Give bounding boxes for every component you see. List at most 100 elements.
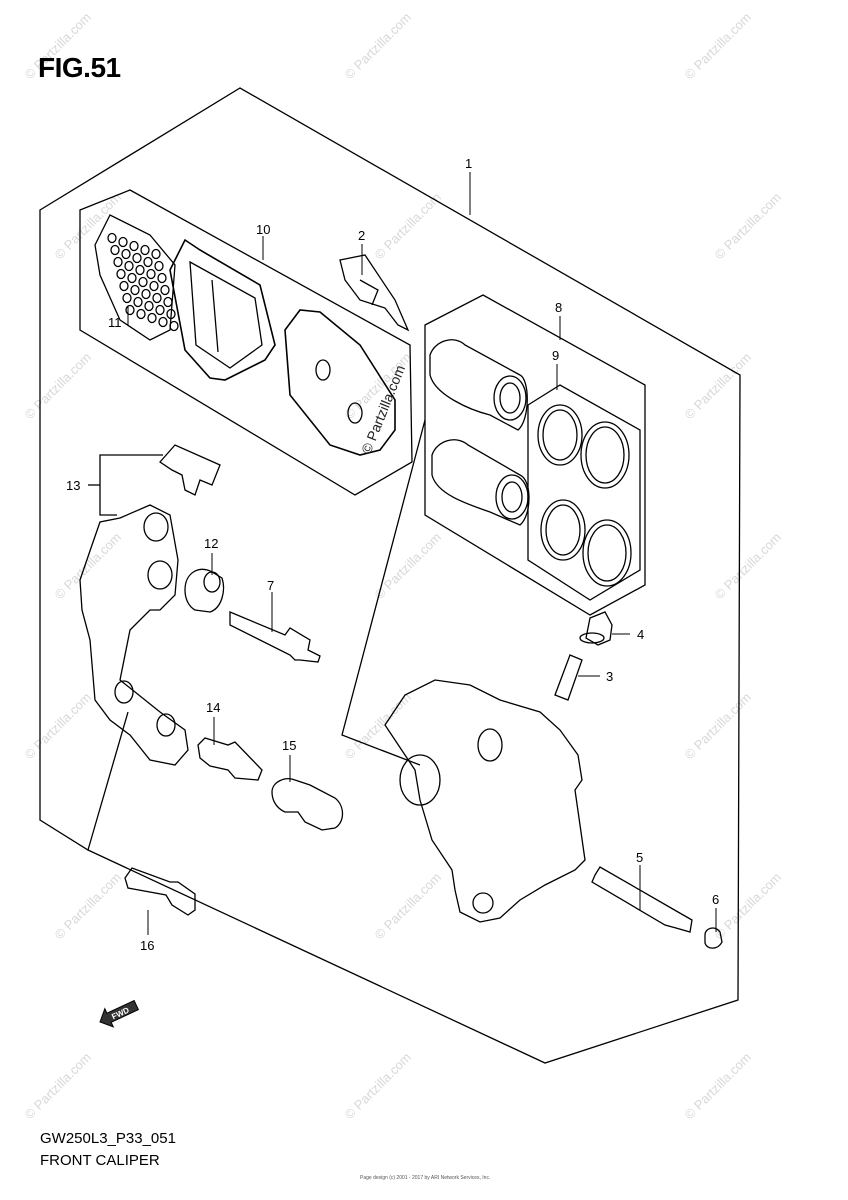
callout-8: 8 — [555, 300, 562, 315]
shim-hole — [155, 304, 165, 316]
watermark-text: © Partzilla.com — [22, 1050, 95, 1123]
callout-11: 11 — [108, 315, 122, 330]
watermark-text: © Partzilla.com — [372, 870, 445, 943]
callout-1: 1 — [465, 156, 472, 171]
callout-16: 16 — [140, 938, 154, 953]
watermark-layer: © Partzilla.com © Partzilla.com © Partzill… — [22, 10, 785, 1123]
shim-hole — [144, 300, 154, 312]
shim-hole — [132, 252, 142, 264]
figure-caption: FRONT CALIPER — [40, 1152, 160, 1169]
pin-boot — [271, 778, 344, 831]
fwd-label: FWD — [110, 1006, 131, 1022]
callout-4: 4 — [637, 627, 644, 642]
watermark-text: © Partzilla.com — [52, 190, 125, 263]
shim-hole — [130, 284, 140, 296]
boot — [184, 568, 225, 613]
callout-6: 6 — [712, 892, 719, 907]
shim-hole — [169, 320, 179, 332]
pad-set-frame — [79, 189, 413, 496]
callout-15: 15 — [282, 738, 296, 753]
brake-pad-outer — [284, 309, 396, 456]
callout-13: 13 — [66, 478, 80, 493]
callout-5: 5 — [636, 850, 643, 865]
bleeder-cap — [579, 611, 613, 646]
seal-set-frame — [527, 384, 641, 601]
shim-hole — [122, 292, 132, 304]
leader-13 — [99, 454, 163, 516]
shim-hole — [152, 292, 162, 304]
shim-hole — [136, 308, 146, 320]
callout-3: 3 — [606, 669, 613, 684]
shim-hole — [107, 232, 117, 244]
slide-pin-5 — [591, 866, 693, 933]
shim-hole — [149, 280, 159, 292]
watermark-text: © Partzilla.com — [712, 870, 785, 943]
watermark-text: © Partzilla.com — [22, 690, 95, 763]
callout-9: 9 — [552, 348, 559, 363]
watermark-text: © Partzilla.com — [372, 190, 445, 263]
shim-hole — [143, 256, 153, 268]
callout-12: 12 — [204, 536, 218, 551]
slide-pin-14 — [197, 737, 263, 781]
watermark-text: © Partzilla.com — [22, 350, 95, 423]
callout-leaders — [127, 172, 717, 935]
shim-hole — [116, 268, 126, 280]
shim-hole — [133, 296, 143, 308]
shim-hole — [147, 312, 157, 324]
watermark-text: © Partzilla.com — [682, 10, 755, 83]
callout-10: 10 — [256, 222, 270, 237]
watermark-text: © Partzilla.com — [52, 530, 125, 603]
shim-hole — [158, 316, 168, 328]
shim-hole — [163, 296, 173, 308]
callout-labels: 1 2 3 4 5 6 7 8 9 10 11 12 13 14 15 16 — [66, 156, 719, 953]
figure-title: FIG.51 — [38, 52, 121, 83]
watermark-text: © Partzilla.com — [372, 530, 445, 603]
watermark-text: © Partzilla.com — [342, 10, 415, 83]
shim-holes — [107, 232, 179, 332]
fwd-arrow: FWD — [99, 999, 140, 1028]
slide-pin-7 — [229, 611, 321, 663]
shim-hole — [157, 272, 167, 284]
shim-hole — [129, 240, 139, 252]
watermark-text: © Partzilla.com — [682, 690, 755, 763]
shim-hole — [138, 276, 148, 288]
shim-hole — [140, 244, 150, 256]
callout-2: 2 — [358, 228, 365, 243]
shim-hole — [125, 304, 135, 316]
model-code: GW250L3_P33_051 — [40, 1130, 176, 1147]
piston-upper — [429, 339, 528, 431]
shim-hole — [121, 248, 131, 260]
small-boot — [704, 927, 723, 949]
watermark-text: © Partzilla.com — [682, 1050, 755, 1123]
shim-hole — [154, 260, 164, 272]
shim-hole — [119, 280, 129, 292]
watermark-text: © Partzilla.com — [682, 350, 755, 423]
shim-hole — [113, 256, 123, 268]
piston-lower — [431, 439, 530, 526]
brake-pad-inner — [169, 238, 276, 381]
shim-hole — [127, 272, 137, 284]
caliper-assembly-frame — [39, 87, 741, 1064]
shim-hole — [151, 248, 161, 260]
piston-set-frame — [424, 294, 646, 616]
footer-note: Page design (c) 2001 - 2017 by ARI Netwo… — [360, 1175, 491, 1181]
shim-hole — [166, 308, 176, 320]
callout-7: 7 — [267, 578, 274, 593]
pad-retainer — [159, 444, 221, 496]
shim-hole — [124, 260, 134, 272]
bleeder-valve — [554, 654, 583, 701]
shim-hole — [118, 236, 128, 248]
shim-hole — [110, 244, 120, 256]
caliper-bracket — [79, 504, 189, 766]
watermark-text: © Partzilla.com — [712, 530, 785, 603]
callout-14: 14 — [206, 700, 220, 715]
watermark-text: © Partzilla.com — [342, 1050, 415, 1123]
pad-shim — [94, 214, 176, 341]
mounting-bolt — [124, 867, 196, 916]
assembly-link-line — [341, 419, 426, 766]
shim-hole — [141, 288, 151, 300]
caliper-body — [384, 679, 586, 923]
shim-hole — [160, 284, 170, 296]
piston-seals — [537, 404, 632, 587]
